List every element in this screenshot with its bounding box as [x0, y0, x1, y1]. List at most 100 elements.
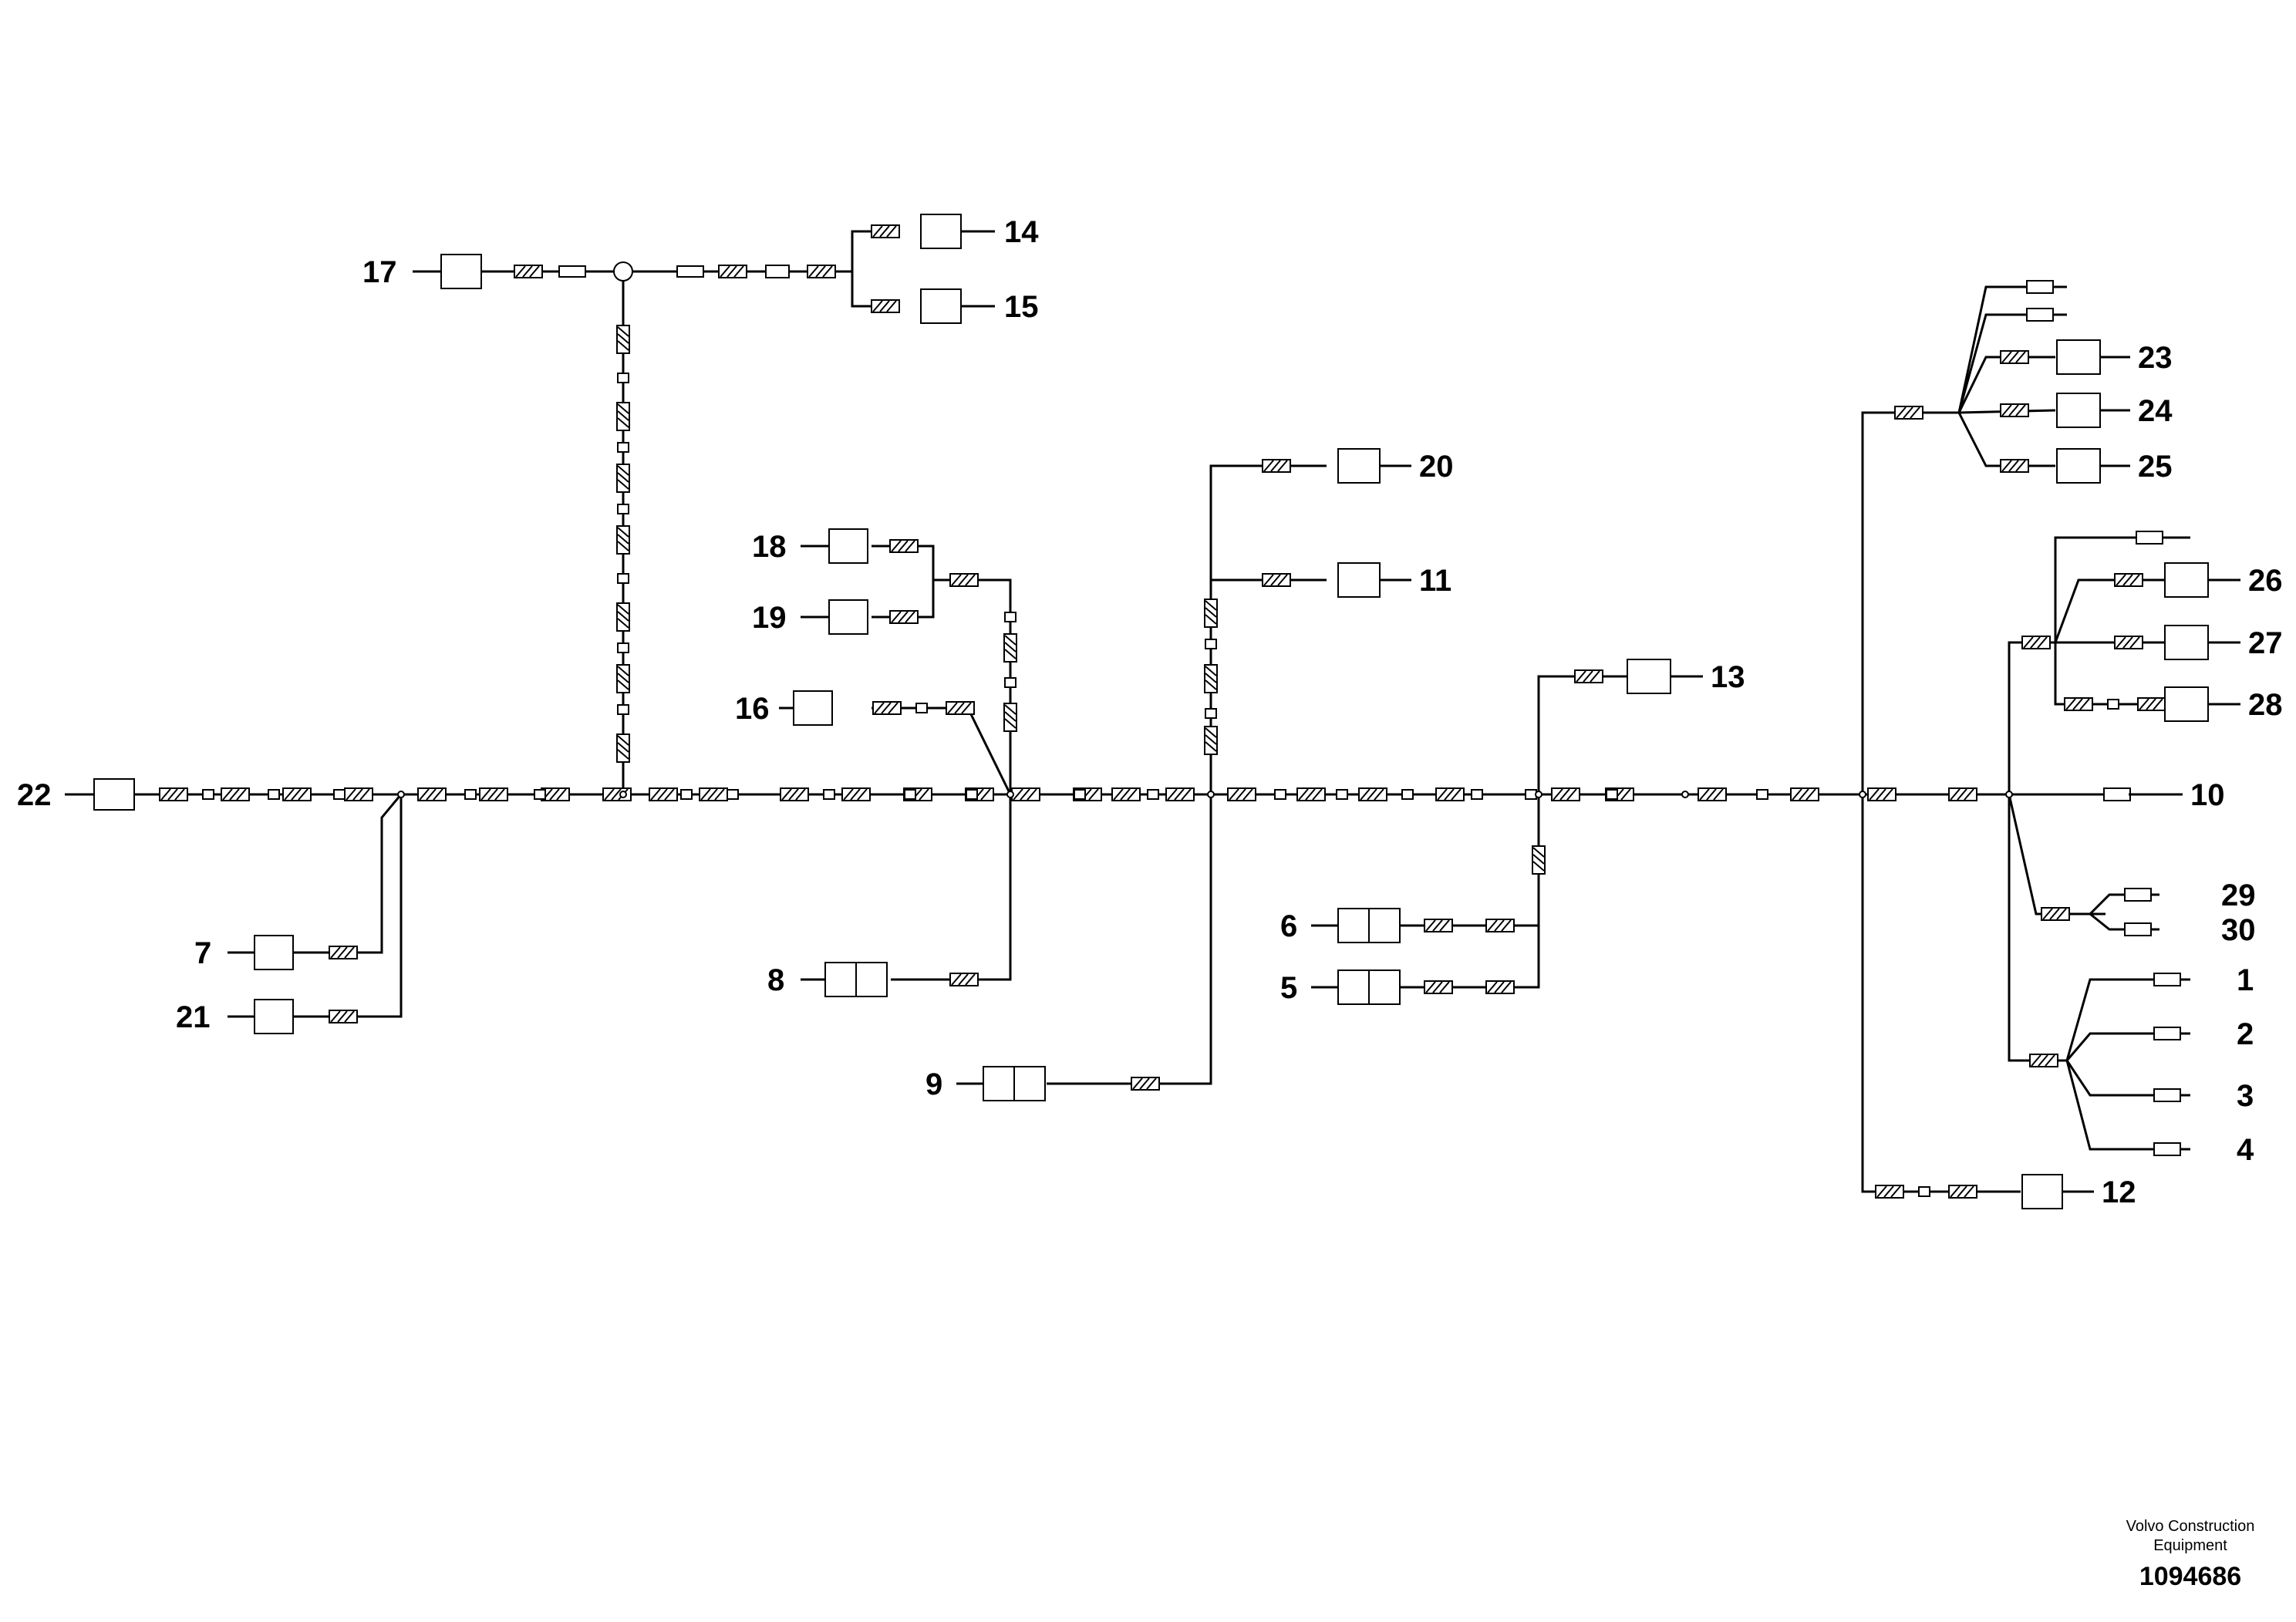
conduit-sleeve-hatch	[1205, 614, 1217, 625]
conduit-sleeve-hatch	[1205, 666, 1217, 676]
conduit-sleeve-hatch	[2008, 460, 2019, 472]
conduit-sleeve-hatch	[1583, 670, 1593, 683]
conduit-sleeve-hatch	[1532, 861, 1545, 872]
conduit-sleeve-hatch	[733, 265, 744, 278]
conduit-sleeve-hatch	[886, 225, 897, 238]
conduit-sleeve-hatch	[951, 973, 962, 986]
conduit-sleeve-hatch	[2079, 698, 2090, 710]
conduit-sleeve-hatch	[222, 788, 233, 801]
conduit-sleeve-hatch	[2042, 908, 2053, 920]
conduit-sleeve	[1296, 787, 1326, 801]
conduit-sleeve	[616, 325, 630, 354]
conduit-sleeve-hatch	[2153, 698, 2163, 710]
conduit-sleeve-hatch	[815, 265, 826, 278]
conduit-sleeve	[616, 733, 630, 763]
conduit-sleeve	[1262, 459, 1291, 473]
callout-19: 19	[752, 601, 787, 635]
conduit-sleeve-hatch	[1799, 788, 1809, 801]
wire	[2054, 642, 2167, 706]
conduit-sleeve-hatch	[1890, 1185, 1901, 1198]
conduit-sleeve-hatch	[1501, 981, 1512, 993]
conduit-sleeve-hatch	[2001, 404, 2012, 416]
callout-25: 25	[2138, 450, 2173, 484]
conduit-sleeve-hatch	[1553, 788, 1563, 801]
splice-clip	[915, 703, 928, 713]
conduit-sleeve-hatch	[617, 618, 629, 629]
conduit-sleeve-hatch	[604, 788, 615, 801]
conduit-sleeve-hatch	[1367, 788, 1377, 801]
callout-5: 5	[1280, 971, 1297, 1005]
conduit-sleeve-hatch	[1167, 788, 1178, 801]
conduit-sleeve-hatch	[714, 788, 725, 801]
conduit-sleeve	[282, 787, 312, 801]
wire	[872, 706, 1012, 795]
conduit-sleeve-hatch	[617, 679, 629, 690]
callout-14: 14	[1004, 215, 1039, 249]
conduit-sleeve	[329, 1010, 358, 1023]
conduit-sleeve-hatch	[857, 788, 868, 801]
conduit-sleeve-hatch	[1205, 741, 1217, 752]
conduit-sleeve-hatch	[1576, 670, 1586, 683]
wire	[2008, 794, 2106, 916]
conduit-sleeve-hatch	[529, 265, 540, 278]
callout-29: 29	[2221, 878, 2256, 912]
splice-clip	[1606, 789, 1618, 800]
conduit-sleeve	[1894, 406, 1923, 420]
conduit-sleeve-hatch	[905, 540, 915, 552]
conduit-sleeve-hatch	[1451, 788, 1462, 801]
wire	[891, 794, 1012, 981]
conduit-sleeve-hatch	[1004, 704, 1017, 715]
conduit-sleeve-hatch	[1146, 1077, 1157, 1090]
conduit-sleeve	[1204, 726, 1218, 755]
conduit-sleeve-hatch	[2045, 1054, 2055, 1067]
conduit-sleeve-hatch	[617, 333, 629, 344]
callout-2: 2	[2237, 1017, 2254, 1051]
wire	[851, 271, 879, 308]
conduit-sleeve-hatch	[617, 541, 629, 551]
conduit-sleeve-hatch	[822, 265, 833, 278]
conduit-sleeve-hatch	[1950, 1185, 1961, 1198]
conduit-sleeve-hatch	[1205, 607, 1217, 618]
conduit-sleeve	[2041, 907, 2070, 921]
conduit-sleeve-hatch	[905, 611, 915, 623]
conduit-sleeve-hatch	[617, 611, 629, 622]
conduit-sleeve-hatch	[1883, 788, 1893, 801]
conduit-sleeve-hatch	[1444, 788, 1455, 801]
splice-clip	[1756, 789, 1768, 800]
junction-node	[397, 791, 405, 798]
conduit-sleeve-hatch	[1205, 600, 1217, 611]
conduit-sleeve-hatch	[2038, 1054, 2048, 1067]
conduit-sleeve-hatch	[1004, 649, 1017, 659]
conduit-sleeve-hatch	[1903, 406, 1913, 419]
connector-7	[254, 935, 294, 970]
conduit-sleeve-hatch	[947, 702, 958, 714]
conduit-sleeve-hatch	[1205, 727, 1217, 738]
credit-company-line1: Volvo Construction	[2126, 1518, 2255, 1535]
wire	[1400, 794, 1540, 989]
conduit-sleeve-hatch	[919, 788, 929, 801]
wire	[1957, 412, 2055, 467]
conduit-sleeve-hatch	[1205, 679, 1217, 690]
conduit-sleeve-hatch	[617, 479, 629, 490]
conduit-sleeve	[872, 701, 902, 715]
wire	[293, 794, 403, 1018]
conduit-sleeve-hatch	[872, 225, 883, 238]
conduit-sleeve-hatch	[850, 788, 861, 801]
conduit-sleeve-hatch	[1229, 788, 1239, 801]
conduit-sleeve-hatch	[1590, 670, 1600, 683]
callout-9: 9	[925, 1067, 942, 1101]
junction-node	[1535, 791, 1542, 798]
conduit-sleeve-hatch	[617, 465, 629, 476]
conduit-sleeve-hatch	[617, 673, 629, 683]
conduit-sleeve	[1424, 980, 1453, 994]
callout-7: 7	[194, 936, 211, 970]
conduit-sleeve-hatch	[1236, 788, 1246, 801]
conduit-sleeve-hatch	[1181, 788, 1192, 801]
conduit-sleeve	[1204, 599, 1218, 628]
conduit-sleeve-hatch	[1487, 919, 1498, 932]
conduit-sleeve-hatch	[284, 788, 295, 801]
conduit-sleeve-hatch	[2116, 636, 2126, 649]
conduit-sleeve	[871, 299, 900, 313]
conduit-sleeve-hatch	[1532, 854, 1545, 865]
